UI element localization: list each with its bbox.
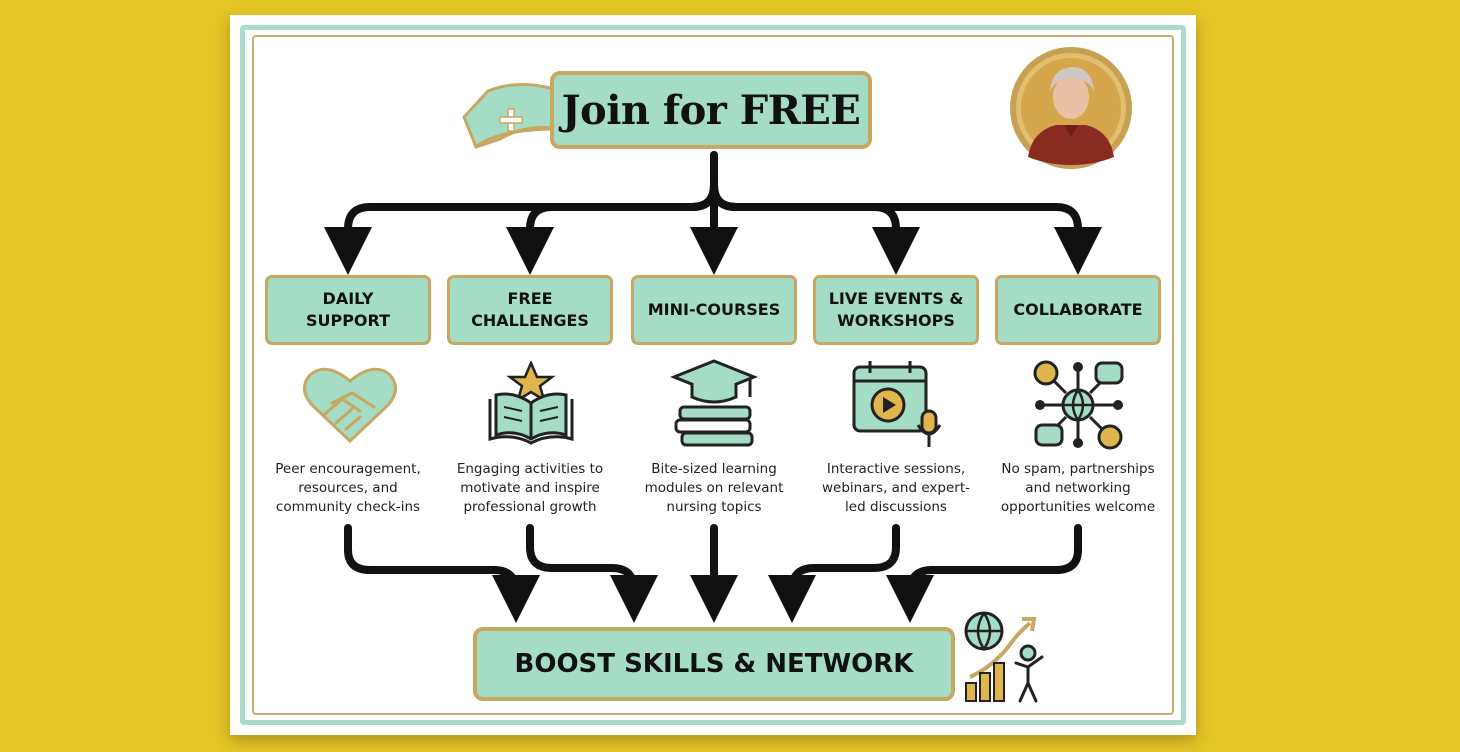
- network-globe-chat-icon: [1033, 360, 1124, 450]
- description-live-events: Interactive sessions, webinars, and expe…: [822, 461, 970, 515]
- join-title-box[interactable]: Join for FREE: [550, 71, 872, 149]
- book-star-icon: [488, 361, 574, 445]
- description-mini-courses: Bite-sized learning modules on relevant …: [644, 461, 784, 515]
- category-daily-support[interactable]: DAILY SUPPORT: [265, 275, 431, 345]
- arrow-collaborate-to-boost: [886, 524, 1082, 623]
- card-outer-frame: [240, 25, 1186, 725]
- arrow-daily-to-boost: [344, 524, 540, 623]
- graduation-cap-books-icon: [669, 359, 759, 447]
- growth-chart-globe-person-icon: [964, 611, 1044, 703]
- infographic-card: Join for FREE DAILY SUPPORT FREE CHALLEN…: [230, 15, 1196, 735]
- arrow-to-collaborate: [710, 181, 1102, 275]
- description-collaborate: No spam, partnerships and networking opp…: [1000, 461, 1156, 515]
- flow-arrows: [324, 151, 1102, 623]
- description-daily-support: Peer encouragement, resources, and commu…: [275, 461, 421, 515]
- description-free-challenges: Engaging activities to motivate and insp…: [456, 461, 604, 515]
- outcome-box[interactable]: BOOST SKILLS & NETWORK: [473, 627, 955, 701]
- arrow-challenges-to-boost: [526, 524, 658, 623]
- category-mini-courses[interactable]: MINI-COURSES: [631, 275, 797, 345]
- handshake-heart-icon: [303, 367, 397, 444]
- category-collaborate[interactable]: COLLABORATE: [995, 275, 1161, 345]
- card-inner-frame: [252, 35, 1174, 715]
- arrow-to-live-events: [710, 181, 920, 275]
- page-title: Join for FREE: [561, 86, 861, 134]
- calendar-video-microphone-icon: [852, 361, 942, 447]
- category-live-events[interactable]: LIVE EVENTS & WORKSHOPS: [813, 275, 979, 345]
- category-free-challenges[interactable]: FREE CHALLENGES: [447, 275, 613, 345]
- arrow-to-free-challenges: [506, 181, 718, 275]
- arrow-events-to-boost: [768, 524, 900, 623]
- presenter-portrait: [1010, 47, 1132, 169]
